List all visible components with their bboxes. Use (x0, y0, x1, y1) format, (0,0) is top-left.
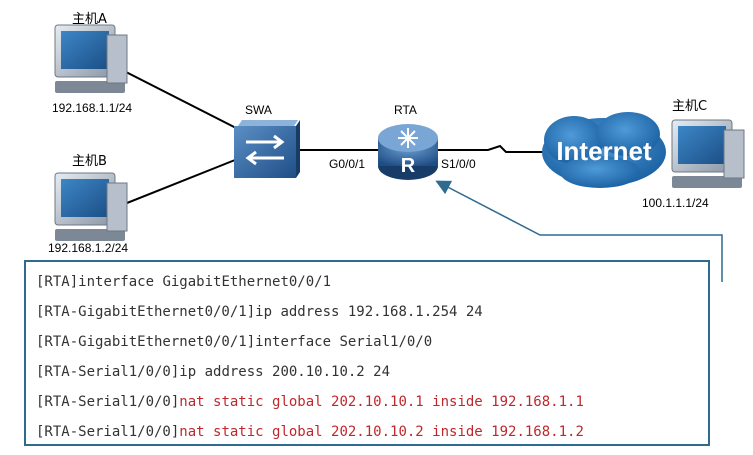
cli-prompt: [RTA-Serial1/0/0] (36, 364, 180, 380)
cloud-label: Internet (556, 136, 652, 166)
cli-prompt: [RTA-GigabitEthernet0/0/1] (36, 334, 256, 350)
link-rta-internet-serial (436, 144, 560, 153)
router-port-wan: S1/0/0 (441, 157, 476, 171)
cli-prompt: [RTA-Serial1/0/0] (36, 424, 180, 440)
cli-command: ip address 192.168.1.254 24 (255, 304, 483, 320)
cli-command: interface Serial1/0/0 (255, 334, 433, 350)
host-c-ip: 100.1.1.1/24 (642, 196, 709, 210)
host-a-computer-icon (54, 24, 128, 93)
cli-line: [RTA-GigabitEthernet0/0/1]interface Seri… (36, 334, 432, 350)
cli-command: interface GigabitEthernet0/0/1 (78, 274, 332, 290)
cli-prompt: [RTA-Serial1/0/0] (36, 394, 180, 410)
cli-command-nat: nat static global 202.10.10.1 inside 192… (179, 394, 584, 410)
cli-line: [RTA]interface GigabitEthernet0/0/1 (36, 274, 331, 290)
cli-command-nat: nat static global 202.10.10.2 inside 192… (179, 424, 584, 440)
host-b-computer-icon (54, 172, 128, 241)
router-port-lan: G0/0/1 (329, 157, 366, 171)
cli-prompt: [RTA] (36, 274, 79, 290)
router-icon: R (378, 124, 438, 180)
switch-name: SWA (245, 103, 272, 117)
cli-config-box: [RTA]interface GigabitEthernet0/0/1 [RTA… (24, 260, 710, 446)
cli-line: [RTA-Serial1/0/0]ip address 200.10.10.2 … (36, 364, 390, 380)
switch-icon (234, 120, 300, 178)
host-b-name: 主机B (72, 154, 107, 169)
host-c-name: 主机C (672, 99, 708, 114)
cli-command: ip address 200.10.10.2 24 (179, 364, 391, 380)
host-c-computer-icon (671, 119, 745, 188)
cli-line: [RTA-GigabitEthernet0/0/1]ip address 192… (36, 304, 483, 320)
link-hostb-swa (121, 157, 241, 206)
cli-line: [RTA-Serial1/0/0]nat static global 202.1… (36, 394, 584, 410)
annotation-arrow (435, 180, 723, 282)
host-b-ip: 192.168.1.2/24 (48, 241, 129, 255)
host-a-ip: 192.168.1.1/24 (52, 101, 133, 115)
router-badge: R (401, 155, 416, 177)
internet-cloud-icon: Internet (542, 112, 666, 188)
router-name: RTA (394, 103, 417, 117)
cli-prompt: [RTA-GigabitEthernet0/0/1] (36, 304, 256, 320)
cli-line: [RTA-Serial1/0/0]nat static global 202.1… (36, 424, 584, 440)
host-a-name: 主机A (72, 12, 107, 27)
link-hosta-swa (121, 69, 241, 131)
